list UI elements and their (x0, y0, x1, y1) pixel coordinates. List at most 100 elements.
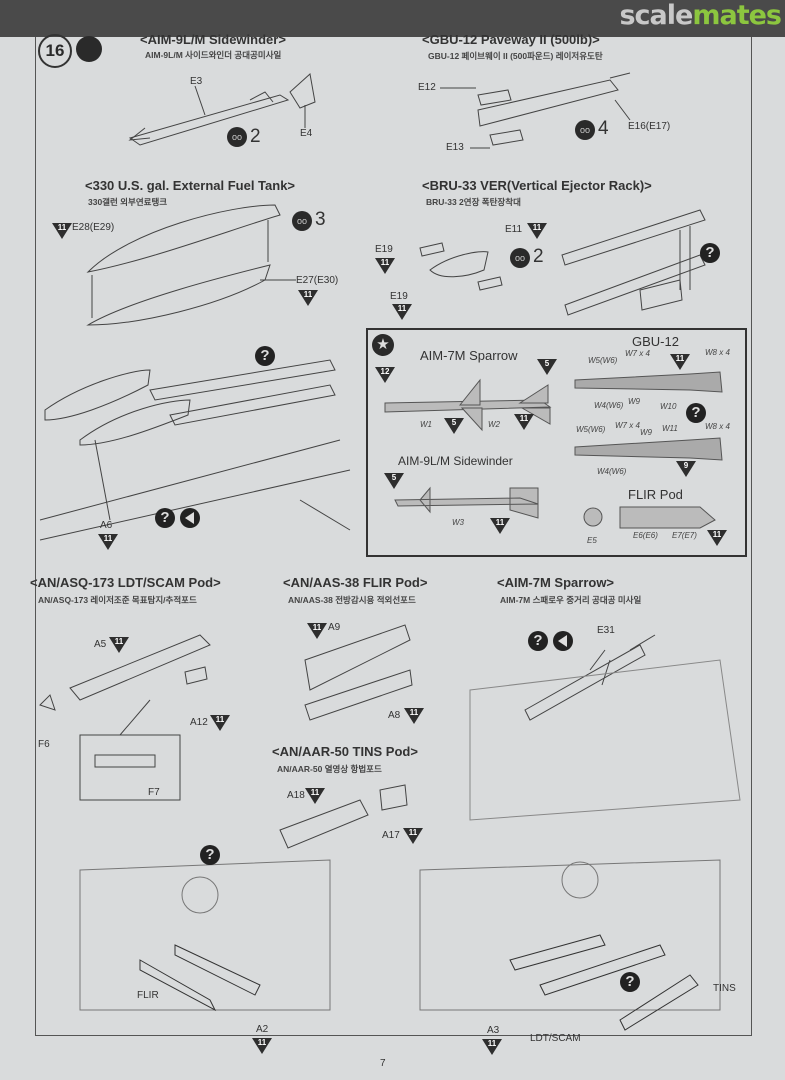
decal-label: W1 (420, 420, 432, 429)
part-label: A9 (328, 622, 341, 633)
decal-label: W9 (640, 428, 652, 437)
decal-label: W7 x 4 (625, 349, 650, 358)
part-label: A2 (256, 1024, 269, 1035)
gbu12-title: <GBU-12 Paveway II (500lb)> (422, 32, 600, 47)
part-label: E16(E17) (628, 121, 671, 132)
aim9-paint-title: AIM-9L/M Sidewinder (398, 454, 513, 468)
decal-label: W3 (452, 518, 464, 527)
part-label: A3 (487, 1025, 500, 1036)
logo-part1: scale (619, 0, 693, 31)
decal-label: W2 (488, 420, 500, 429)
part-label: E11 (505, 224, 523, 235)
bru33-subtitle: BRU-33 2연장 폭탄장착대 (426, 197, 521, 207)
painting-guide-box (366, 328, 747, 557)
part-label: E7(E7) (672, 531, 697, 540)
bru33-drawing (419, 209, 706, 316)
help-icon: ? (255, 346, 275, 366)
part-label: A18 (287, 790, 305, 801)
step-number: 16 (38, 34, 72, 68)
part-label: A17 (382, 830, 400, 841)
part-label: A12 (190, 717, 208, 728)
tins-title: <AN/AAR-50 TINS Pod> (272, 744, 418, 759)
part-label: E12 (418, 82, 436, 93)
tank-subtitle: 330갤런 외부연료탱크 (88, 197, 168, 207)
decal-label: W8 x 4 (705, 348, 730, 357)
fuel-tank-drawing (86, 204, 296, 326)
decal-label: W4(W6) (594, 401, 624, 410)
part-label: E19 (375, 244, 393, 255)
logo-part2: mates (692, 0, 782, 31)
help-icon: ? (528, 631, 548, 651)
callout-label: LDT/SCAM (530, 1033, 581, 1044)
page-frame (35, 37, 752, 1036)
decal-quantity-icon: oo (227, 127, 247, 147)
tins-subtitle: AN/AAR-50 열영상 항법포드 (277, 764, 382, 774)
decal-label: W10 (660, 402, 677, 411)
part-label: E31 (597, 625, 615, 636)
part-label: E28(E29) (72, 222, 115, 233)
gbu-paint-title: GBU-12 (632, 334, 679, 349)
quantity: 3 (315, 209, 326, 230)
part-label: A8 (388, 710, 401, 721)
help-icon: ? (686, 403, 706, 423)
aim7-subtitle: AIM-7M 스패로우 중거리 공대공 미사일 (500, 595, 642, 605)
tank-title: <330 U.S. gal. External Fuel Tank> (85, 178, 296, 193)
part-label: E6(E6) (633, 531, 658, 540)
help-icon: ? (700, 243, 720, 263)
aim7-paint-title: AIM-7M Sparrow (420, 348, 518, 363)
quantity: 4 (598, 118, 609, 139)
decal-label: W7 x 4 (615, 421, 640, 430)
callout-label: TINS (713, 983, 736, 994)
decal-label: W5(W6) (576, 425, 606, 434)
scalemates-logo: scalemates (619, 0, 782, 31)
help-icon: ? (155, 508, 175, 528)
aim9-drawing (128, 73, 316, 146)
flir-title: <AN/AAS-38 FLIR Pod> (283, 575, 428, 590)
help-icon: ? (200, 845, 220, 865)
ldt-subtitle: AN/ASQ-173 레이저조준 목표탐지/추적포드 (38, 595, 197, 605)
gbu12-subtitle: GBU-12 페이브웨이 II (500파운드) 레이저유도탄 (428, 51, 603, 61)
part-label: F6 (38, 739, 50, 750)
decal-label: W8 x 4 (705, 422, 730, 431)
bru33-title: <BRU-33 VER(Vertical Ejector Rack)> (422, 178, 652, 193)
part-label: A6 (100, 520, 113, 531)
flir-subtitle: AN/AAS-38 전방감시용 적외선포드 (288, 595, 416, 605)
painting-guide-drawings (384, 371, 723, 529)
ldt-pod-drawing (39, 634, 211, 801)
quantity: 2 (533, 246, 544, 267)
wing-assembly-drawing (39, 359, 351, 541)
bottom-left-assembly-drawing (79, 859, 331, 1012)
tins-pod-drawing (279, 784, 408, 849)
flir-paint-title: FLIR Pod (628, 487, 683, 502)
watermark-banner (0, 0, 785, 37)
aim7-assembly-drawing (469, 634, 741, 821)
decal-label: W11 (662, 424, 678, 433)
page-number: 7 (380, 1058, 386, 1069)
decal-label: W9 (628, 397, 640, 406)
direction-icon (180, 508, 200, 528)
callout-label: FLIR (137, 990, 159, 1001)
help-icon: ? (620, 972, 640, 992)
decal-quantity-icon: oo (575, 120, 595, 140)
flir-pod-drawing (304, 624, 413, 721)
star-icon: ★ (372, 334, 394, 356)
aim9-title: <AIM-9L/M Sidewinder> (140, 32, 286, 47)
ldt-title: <AN/ASQ-173 LDT/SCAM Pod> (30, 575, 221, 590)
part-label: E3 (190, 76, 203, 87)
part-label: A5 (94, 639, 107, 650)
part-label: F7 (148, 787, 160, 798)
decal-quantity-icon: oo (292, 211, 312, 231)
decal-label: W5(W6) (588, 356, 618, 365)
gbu12-drawing (440, 72, 631, 149)
part-label: E5 (587, 536, 597, 545)
quantity: 2 (250, 126, 261, 147)
part-label: E4 (300, 128, 313, 139)
decal-quantity-icon: oo (510, 248, 530, 268)
part-label: E13 (446, 142, 464, 153)
glue-icon (76, 36, 102, 62)
bottom-right-assembly-drawing (419, 859, 721, 1031)
decal-label: W4(W6) (597, 467, 627, 476)
aim7-title: <AIM-7M Sparrow> (497, 575, 615, 590)
aim9-subtitle: AIM-9L/M 사이드와인더 공대공미사일 (145, 50, 282, 60)
